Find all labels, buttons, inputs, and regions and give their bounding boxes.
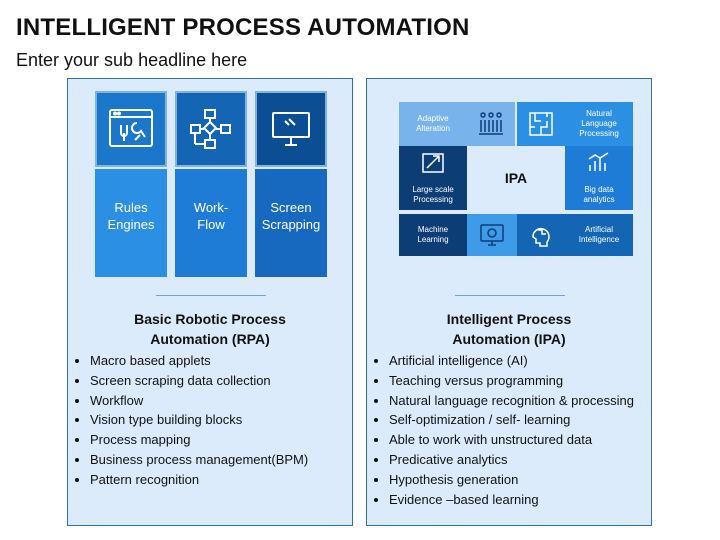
ipa-cell-ai: Artificial Intelligence (565, 214, 633, 256)
ipa-cell-big-data: Big data analytics (565, 180, 633, 210)
list-item: Workflow (90, 391, 308, 411)
list-item: Natural language recognition & processin… (389, 391, 634, 411)
rpa-column-workflow: Work- Flow (175, 91, 247, 277)
tools-window-icon (95, 91, 167, 167)
rpa-column-screen-scrapping: Screen Scrapping (255, 91, 327, 277)
flowchart-icon (175, 91, 247, 167)
ipa-panel: Adaptive Alteration Natural Language Pro… (366, 78, 652, 526)
list-item: Macro based applets (90, 351, 308, 371)
list-item: Predicative analytics (389, 450, 634, 470)
ipa-cell-large-scale: Large scale Processing (399, 180, 467, 210)
ai-brain-icon (517, 214, 565, 256)
list-item: Artificial intelligence (AI) (389, 351, 634, 371)
rpa-column-rules-engines: Rules Engines (95, 91, 167, 277)
machine-learning-icon (467, 214, 517, 256)
list-item: Self-optimization / self- learning (389, 410, 634, 430)
list-item: Pattern recognition (90, 470, 308, 490)
list-item: Hypothesis generation (389, 470, 634, 490)
rpa-heading: Basic Robotic Process Automation (RPA) (134, 311, 286, 347)
list-item: Screen scraping data collection (90, 371, 308, 391)
nlp-maze-icon (517, 102, 565, 146)
big-data-icon (565, 146, 633, 180)
list-item: Teaching versus programming (389, 371, 634, 391)
ipa-center-label: IPA (467, 146, 565, 210)
divider (156, 295, 266, 296)
page-subtitle: Enter your sub headline here (16, 50, 248, 70)
adaptive-alteration-icon (467, 102, 515, 146)
rpa-bullet-list: Macro based applets Screen scraping data… (74, 351, 308, 490)
ipa-cell-machine-learning: Machine Learning (399, 214, 467, 256)
rpa-column-label: Screen Scrapping (261, 200, 321, 232)
rpa-column-label: Work- Flow (193, 200, 229, 232)
large-scale-icon (399, 146, 467, 180)
rpa-panel: Rules Engines Work- Flow (67, 78, 353, 526)
page-title: INTELLIGENT PROCESS AUTOMATION (16, 14, 470, 41)
list-item: Evidence –based learning (389, 490, 634, 510)
ipa-cell-nlp: Natural Language Processing (565, 102, 633, 146)
ipa-bullet-list: Artificial intelligence (AI) Teaching ve… (373, 351, 634, 509)
list-item: Vision type building blocks (90, 410, 308, 430)
divider (455, 295, 565, 296)
monitor-icon (255, 91, 327, 167)
list-item: Able to work with unstructured data (389, 430, 634, 450)
ipa-cell-adaptive-alteration: Adaptive Alteration (399, 102, 467, 146)
rpa-column-label: Rules Engines (107, 200, 155, 232)
list-item: Process mapping (90, 430, 308, 450)
list-item: Business process management(BPM) (90, 450, 308, 470)
ipa-heading: Intelligent Process Automation (IPA) (446, 311, 572, 347)
